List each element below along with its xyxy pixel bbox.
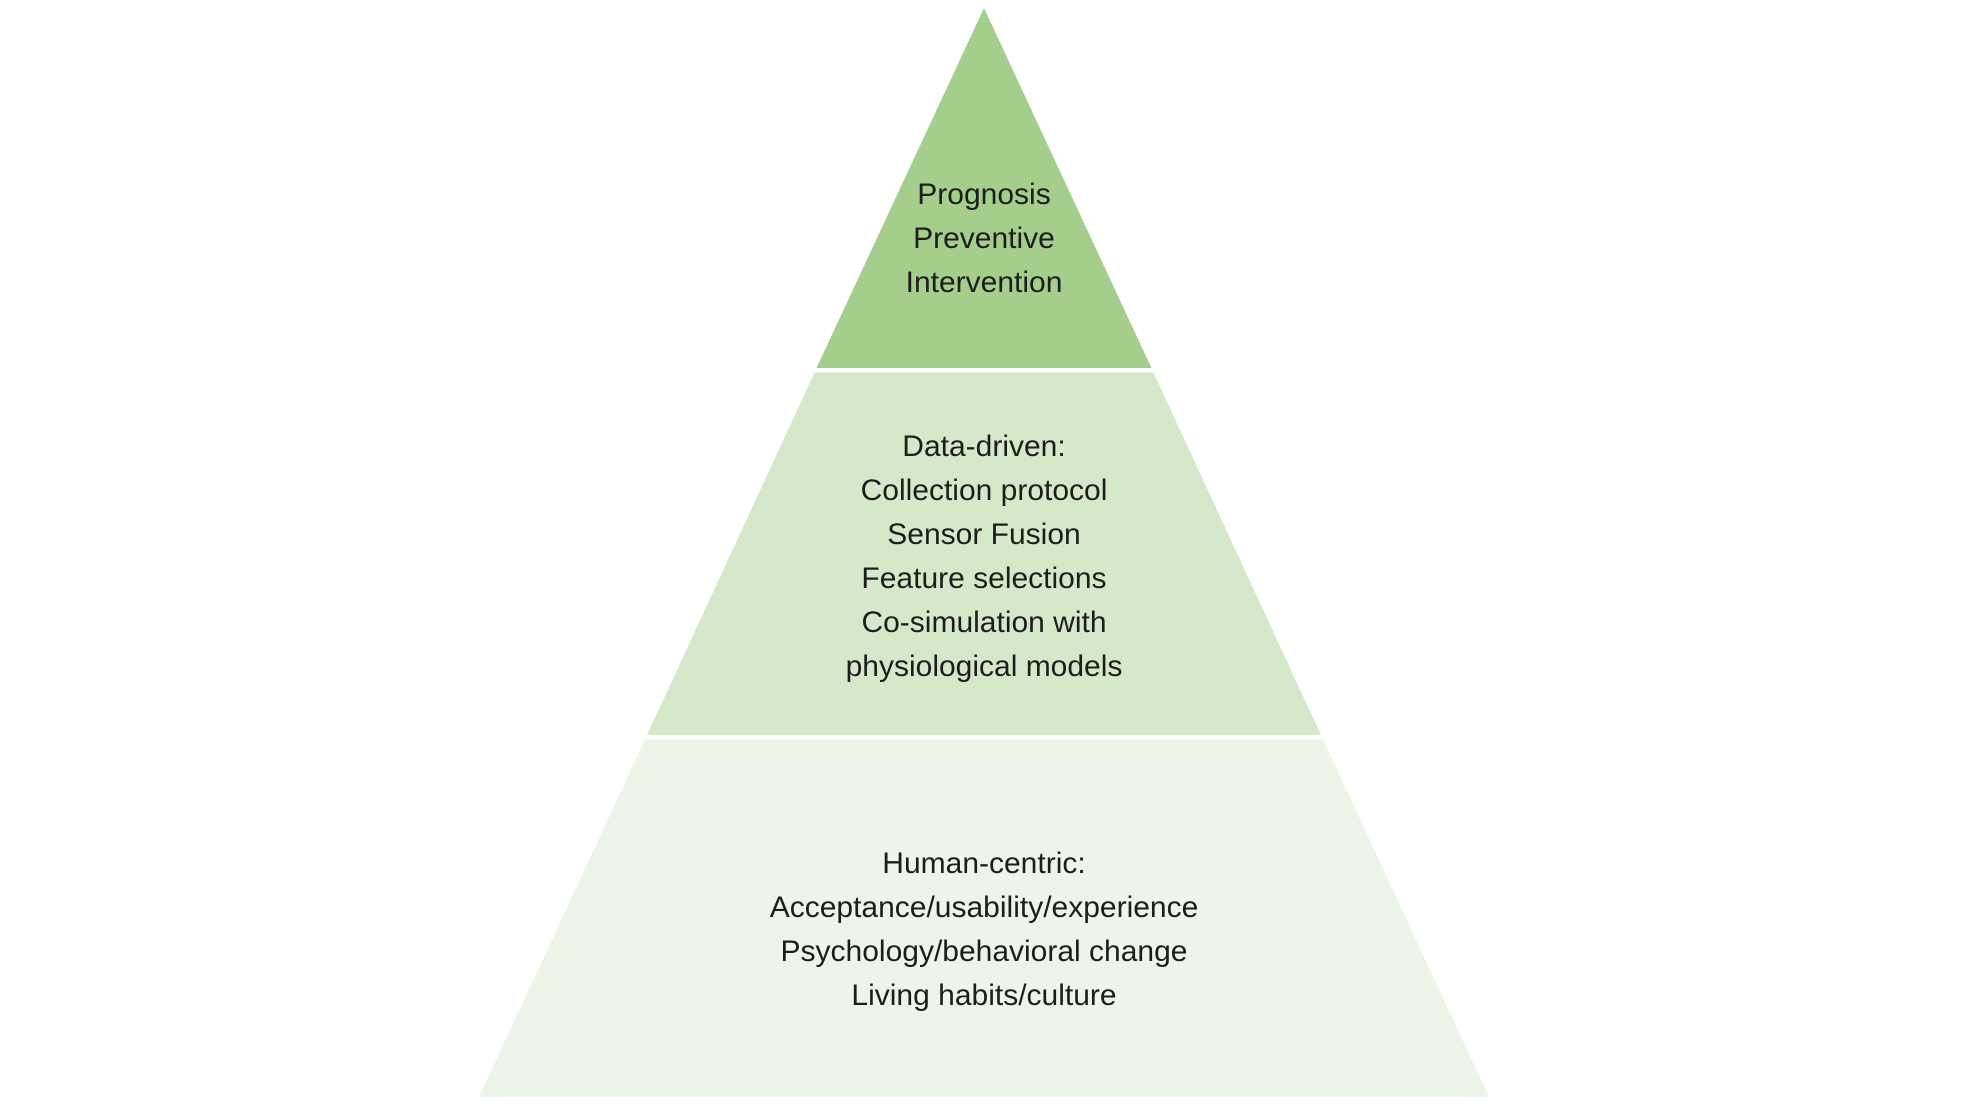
pyramid-tier-middle-shape: [647, 372, 1321, 735]
pyramid-tier-bottom-shape: [479, 739, 1489, 1097]
pyramid-tier-top-shape: [816, 8, 1152, 368]
